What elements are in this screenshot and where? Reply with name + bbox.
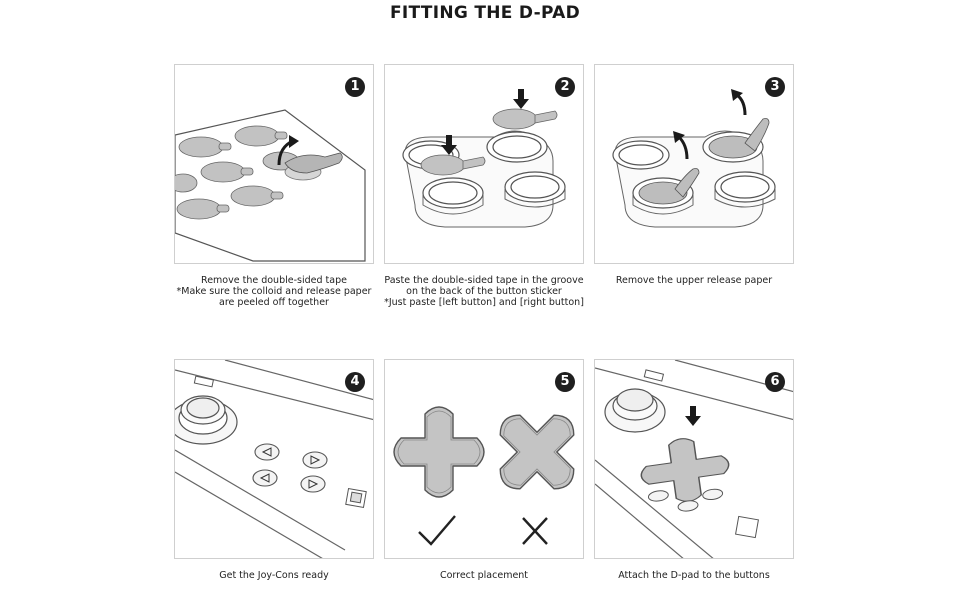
caption-line: *Make sure the colloid and release paper (176, 286, 372, 297)
caption-line: on the back of the button sticker (406, 286, 562, 297)
caption-line: Get the Joy-Cons ready (219, 570, 329, 581)
page-title: FITTING THE D-PAD (389, 3, 581, 23)
caption-line: Paste the double-sided tape in the groov… (384, 275, 584, 286)
step-4-caption: Get the Joy-Cons ready (154, 570, 394, 581)
step-4-panel: 4 (174, 359, 374, 559)
caption-line: are peeled off together (219, 297, 329, 308)
step-number-badge: 5 (555, 372, 575, 392)
step-number-badge: 2 (555, 77, 575, 97)
checkmark-icon (418, 515, 456, 546)
step-4-illustration (175, 360, 373, 558)
correct-dpad-shape (393, 406, 485, 498)
step-1-illustration (175, 109, 366, 262)
step-6-caption: Attach the D-pad to the buttons (574, 570, 814, 581)
step-5-caption: Correct placement (364, 570, 604, 581)
cross-icon (522, 517, 548, 545)
step-1-panel: 1 (174, 64, 374, 264)
step-6-panel: 6 (594, 359, 794, 559)
step-number-badge: 6 (765, 372, 785, 392)
step-3-caption: Remove the upper release paper (574, 275, 814, 286)
step-6-illustration (595, 360, 793, 558)
step-2-panel: 2 (384, 64, 584, 264)
caption-line: Correct placement (439, 570, 529, 581)
caption-line: Attach the D-pad to the buttons (618, 570, 770, 581)
step-2-caption: Paste the double-sided tape in the groov… (364, 275, 604, 308)
step-5-illustration (393, 406, 575, 546)
step-3-illustration (612, 89, 776, 228)
step-number-badge: 1 (345, 77, 365, 97)
step-5-panel: 5 (384, 359, 584, 559)
step-2-illustration (402, 89, 566, 228)
caption-line: Remove the double-sided tape (201, 275, 347, 286)
step-1-caption: Remove the double-sided tape *Make sure … (154, 275, 394, 308)
step-3-panel: 3 (594, 64, 794, 264)
step-number-badge: 4 (345, 372, 365, 392)
incorrect-dpad-shape (499, 414, 575, 490)
caption-line: Remove the upper release paper (615, 275, 773, 286)
caption-line: *Just paste [left button] and [right but… (384, 297, 584, 308)
step-number-badge: 3 (765, 77, 785, 97)
